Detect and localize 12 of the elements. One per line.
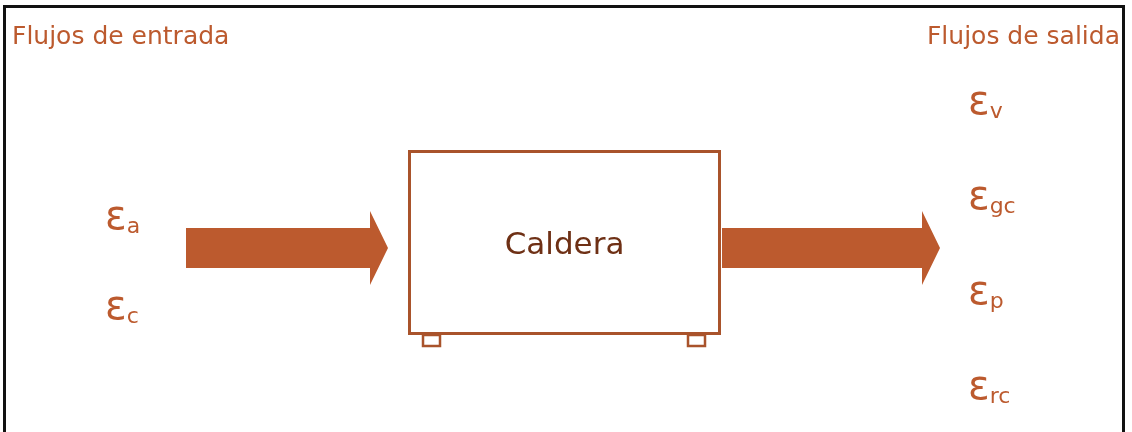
energy-flow-symbol: ε$_{gc}$ [968, 175, 1016, 218]
energy-flow-symbol: ε$_{p}$ [968, 270, 1004, 313]
boiler-label: Caldera [504, 224, 625, 261]
energy-flow-symbol: ε$_{rc}$ [968, 365, 1011, 408]
boiler-box [408, 150, 721, 335]
flow-arrow [722, 211, 940, 285]
energy-flow-symbol: ε$_{c}$ [105, 285, 139, 328]
energy-flow-symbol: ε$_{a}$ [105, 195, 141, 238]
section-heading: Flujos de entrada [12, 22, 230, 50]
energy-flow-symbol: ε$_{v}$ [968, 80, 1003, 123]
flow-arrow [186, 211, 388, 285]
section-heading: Flujos de salida [927, 22, 1120, 50]
